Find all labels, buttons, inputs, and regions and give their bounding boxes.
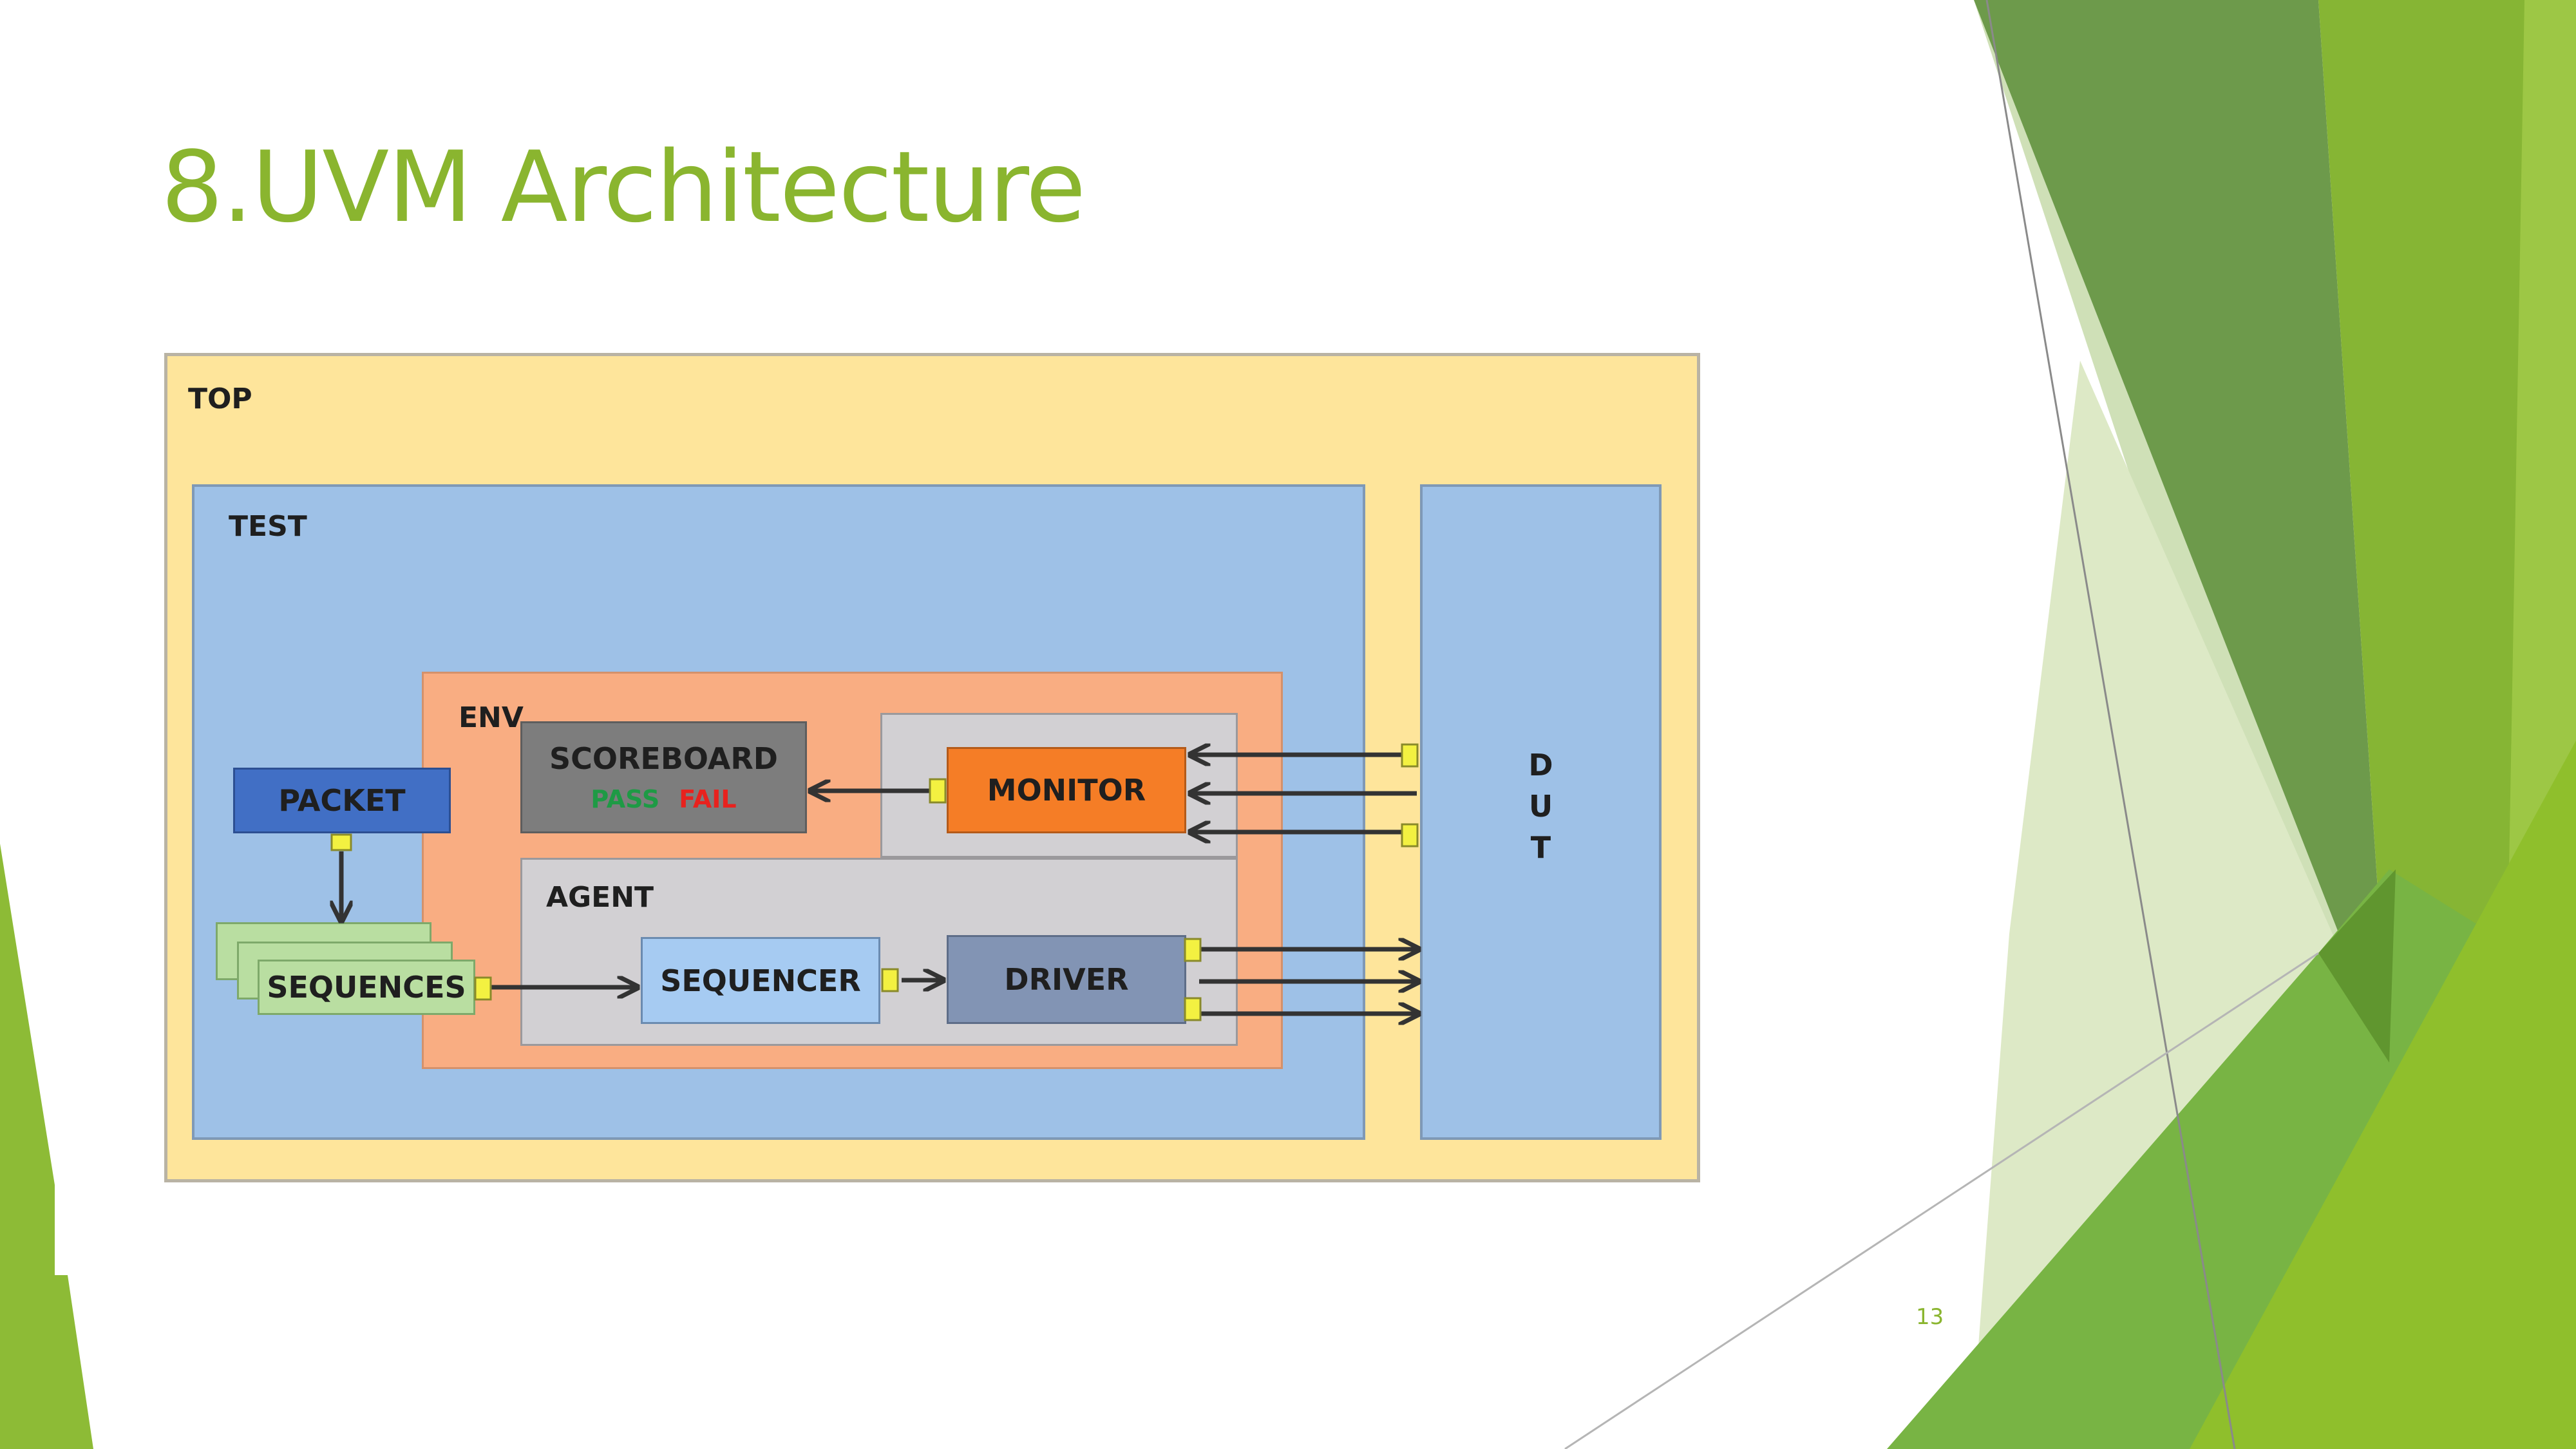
top-label: TOP [188, 383, 252, 415]
packet-box: PACKET [233, 768, 451, 833]
sequences-box: SEQUENCES [258, 960, 475, 1015]
scoreboard-result-row: PASS FAIL [591, 785, 736, 813]
right-facet-light [1971, 361, 2389, 1449]
thin-line-1 [1985, 0, 2236, 1449]
left-facet [0, 844, 93, 1449]
monitor-label: MONITOR [987, 773, 1146, 808]
dut-letter-u: U [1528, 789, 1553, 824]
scoreboard-box: SCOREBOARD PASS FAIL [520, 721, 807, 833]
bottom-facet-dark [2318, 869, 2396, 1063]
thin-line-2 [1564, 952, 2319, 1449]
dut-letter-d: D [1528, 748, 1553, 782]
sequencer-box: SEQUENCER [641, 937, 880, 1024]
right-facet-pale [1974, 0, 2389, 1063]
packet-label: PACKET [278, 783, 406, 818]
env-label: ENV [459, 701, 524, 734]
dut-label: D U T [1420, 750, 1662, 862]
right-facet-bright [2318, 0, 2544, 1063]
page-number: 13 [1916, 1304, 1944, 1330]
sequencer-label: SEQUENCER [660, 963, 861, 998]
sequences-label: SEQUENCES [267, 970, 466, 1005]
dut-box [1420, 484, 1662, 1140]
dut-letter-t: T [1530, 830, 1551, 865]
scoreboard-fail: FAIL [679, 785, 737, 813]
test-label: TEST [229, 510, 307, 543]
driver-label: DRIVER [1004, 962, 1129, 997]
scoreboard-label: SCOREBOARD [549, 741, 778, 776]
scoreboard-pass: PASS [591, 785, 660, 813]
agent-label: AGENT [546, 881, 654, 914]
bottom-facet-bright [2190, 741, 2576, 1449]
driver-box: DRIVER [947, 935, 1186, 1024]
slide-title: 8.UVM Architecture [161, 130, 1086, 244]
monitor-box: MONITOR [947, 747, 1186, 833]
